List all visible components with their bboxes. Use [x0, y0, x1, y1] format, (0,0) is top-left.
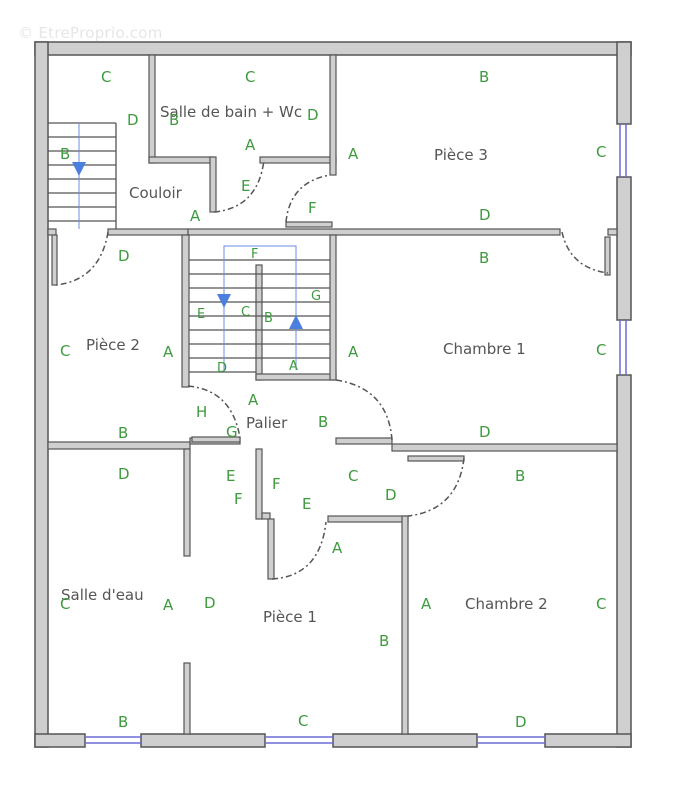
wall-letter: C — [245, 68, 255, 86]
wall-letter: D — [479, 423, 491, 441]
room-label-palier: Palier — [246, 414, 288, 432]
wall-letter: B — [264, 311, 273, 326]
wall-letter: A — [163, 596, 174, 614]
wall-letter: A — [245, 136, 256, 154]
wall-letter: D — [118, 247, 130, 265]
wall-letter: C — [60, 342, 70, 360]
wall-letter: B — [515, 467, 525, 485]
wall-letter: G — [226, 423, 238, 441]
stair-up-arrow-icon — [289, 315, 303, 329]
wall-letter: D — [204, 594, 216, 612]
wall-letter: B — [169, 111, 179, 129]
wall-letter: A — [332, 539, 343, 557]
wall-letter: C — [596, 341, 606, 359]
wall-letter: B — [318, 413, 328, 431]
wall-letter: F — [308, 199, 317, 217]
wall-letter: H — [196, 403, 207, 421]
wall-letter: A — [190, 207, 201, 225]
wall-letter: A — [248, 391, 259, 409]
room-label-piece-2: Pièce 2 — [86, 336, 140, 354]
room-label-piece-1: Pièce 1 — [263, 608, 317, 626]
wall-letter: C — [596, 595, 606, 613]
wall-letter: A — [289, 359, 298, 374]
wall-letter: C — [596, 143, 606, 161]
wall-letter: E — [302, 495, 311, 513]
door-swings — [55, 159, 609, 580]
wall-letter: A — [421, 595, 432, 613]
room-label-couloir: Couloir — [129, 184, 183, 202]
wall-letter: D — [217, 361, 227, 376]
wall-letter: B — [479, 68, 489, 86]
wall-letter: C — [348, 467, 358, 485]
outer-walls — [34, 41, 632, 748]
wall-letter: D — [118, 465, 130, 483]
wall-letter: C — [101, 68, 111, 86]
room-label-salle-deau: Salle d'eau — [61, 586, 144, 604]
wall-letter: A — [348, 145, 359, 163]
wall-letter: D — [479, 206, 491, 224]
wall-letter: A — [163, 343, 174, 361]
wall-letter: E — [226, 467, 235, 485]
wall-letter: C — [60, 595, 70, 613]
windows — [85, 124, 627, 744]
wall-letter: G — [311, 289, 321, 304]
wall-letter: F — [272, 475, 281, 493]
wall-letter: E — [197, 307, 205, 322]
wall-letter: D — [127, 111, 139, 129]
wall-letter: D — [385, 486, 397, 504]
wall-letter: F — [234, 490, 243, 508]
staircase — [48, 122, 330, 373]
wall-letter: B — [379, 632, 389, 650]
wall-letter: B — [60, 145, 70, 163]
wall-letter: B — [118, 424, 128, 442]
stair-down-arrow-icon — [72, 162, 86, 176]
room-label-chambre-2: Chambre 2 — [465, 595, 548, 613]
wall-letter: B — [118, 713, 128, 731]
stair-down-arrow-icon — [217, 294, 231, 308]
wall-letter: D — [307, 106, 319, 124]
watermark: © EtreProprio.com — [18, 24, 163, 42]
room-label-chambre-1: Chambre 1 — [443, 340, 526, 358]
wall-letter: A — [348, 343, 359, 361]
interior-walls — [47, 54, 618, 735]
wall-letter: E — [241, 177, 250, 195]
room-label-piece-3: Pièce 3 — [434, 146, 488, 164]
room-label-salle-de-bain: Salle de bain + Wc — [160, 103, 302, 121]
wall-letter: C — [241, 305, 250, 320]
wall-letter: B — [479, 249, 489, 267]
wall-letters: C D B A C B D A E B A C D F D C A B F E … — [60, 68, 606, 731]
room-labels: Salle de bain + Wc Couloir Pièce 3 Pièce… — [61, 103, 548, 626]
wall-letter: D — [515, 713, 527, 731]
wall-letter: C — [298, 712, 308, 730]
wall-letter: F — [251, 247, 258, 262]
